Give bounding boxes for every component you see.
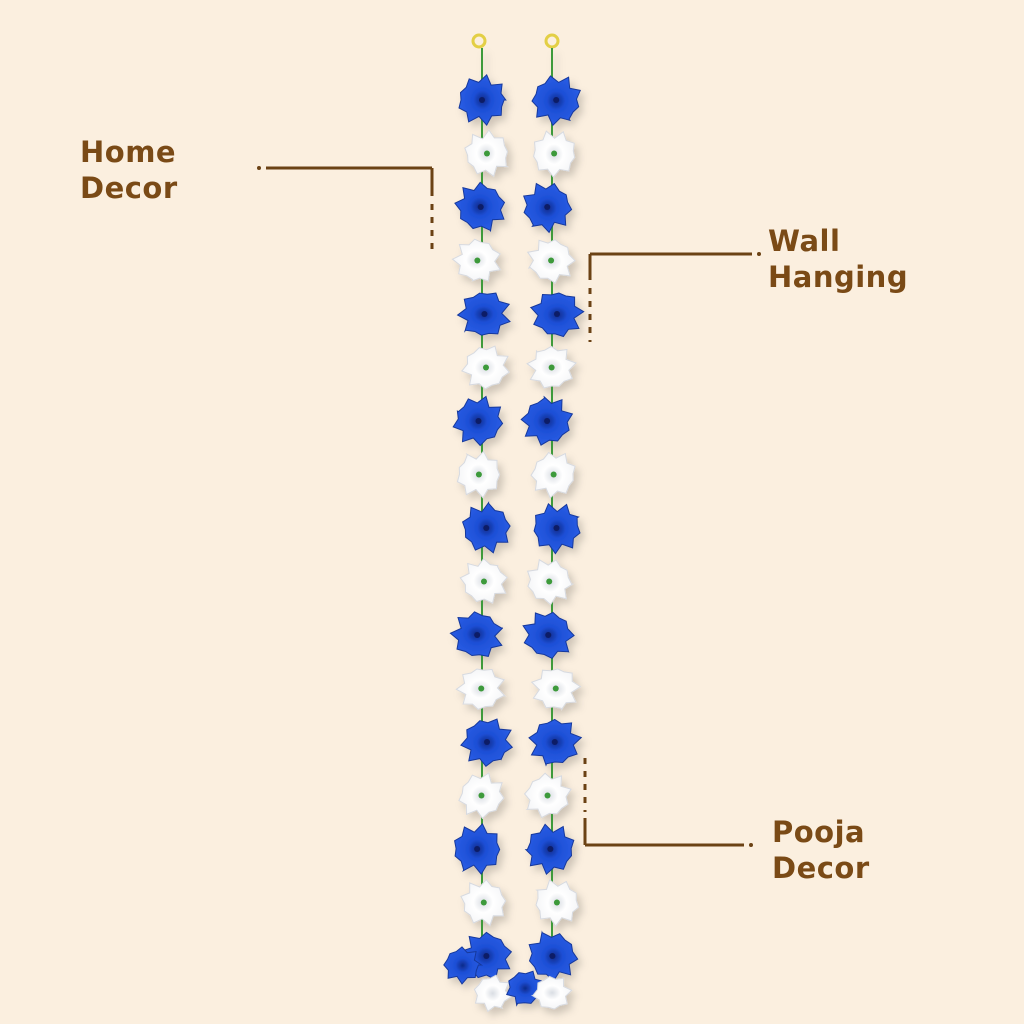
label-pooja-line1: Pooja [772,815,866,849]
label-home-line2: Decor [80,171,178,205]
leader-line-home-decor [257,166,434,256]
leader-line-wall-hanging [588,252,761,342]
flower-center [547,846,554,852]
flower-center [545,632,552,638]
label-pooja-decor: Pooja Decor [772,814,870,886]
flower-center [483,739,490,745]
hook-right [544,33,560,49]
flower-center [480,578,487,585]
label-pooja-line2: Decor [772,851,870,885]
flower-center [474,632,481,638]
flower-center [551,739,558,745]
flower-center [552,685,559,692]
flower-center [483,525,490,531]
flower-center [475,418,482,424]
label-wall-line1: Wall [768,224,841,258]
flower-center [548,257,555,264]
flower-center [550,471,557,478]
label-home-decor: Home Decor [80,134,178,206]
flower-center [482,364,489,371]
label-wall-line2: Hanging [768,260,909,294]
flower-center [549,953,556,959]
flower-center [483,150,490,157]
blue-tassel-flower [443,946,484,985]
flower-center [544,418,551,424]
flower-center [481,311,488,317]
flower-center [483,953,490,959]
flower-center [546,578,553,585]
flower-center [479,97,485,103]
flower-center [551,150,558,157]
label-home-line1: Home [80,135,177,169]
flower-center [553,311,560,317]
flower-center [474,257,481,264]
flower-center [474,846,481,852]
flower-center [480,899,487,906]
leader-line-pooja-decor [583,758,753,847]
flower-center [548,364,555,371]
flower-center [553,97,560,103]
flower-center [553,525,560,531]
flower-center [477,204,484,210]
flower-center [475,471,482,478]
white-tassel-flower [473,974,512,1013]
white-tassel-flower [530,975,573,1010]
flower-center [478,792,485,799]
hook-left [471,33,487,49]
label-wall-hanging: Wall Hanging [768,223,908,295]
flower-center [478,685,485,692]
flower-center [544,792,551,799]
flower-center [544,204,551,210]
garlands [443,48,585,1013]
flower-center [553,899,560,906]
